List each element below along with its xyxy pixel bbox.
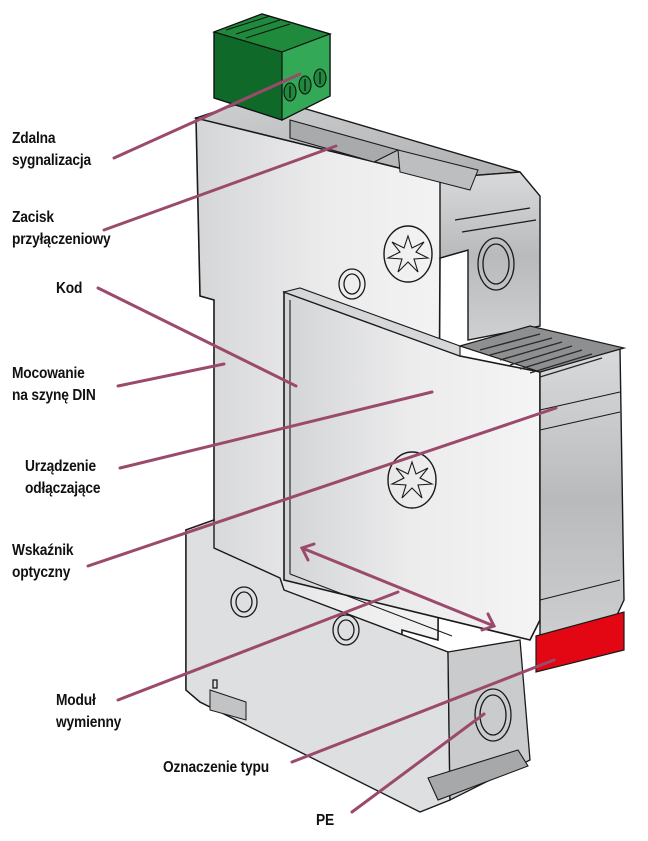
label-line: Mocowanie <box>12 365 85 382</box>
remote-signaling-terminal <box>212 13 332 121</box>
label-line: sygnalizacja <box>12 152 92 169</box>
leader-disconnector <box>118 390 434 470</box>
label-line: Zacisk <box>12 209 54 226</box>
label-line: Kod <box>56 280 83 297</box>
label-line: PE <box>316 812 335 829</box>
leader-pe <box>350 712 486 814</box>
label-line: optyczny <box>12 564 71 581</box>
label-line: Oznaczenie typu <box>163 759 270 776</box>
insert-direction-arrow <box>299 542 497 632</box>
disconnector-symbol-front <box>387 451 437 509</box>
leader-remote-signaling <box>112 72 302 160</box>
leader-code <box>96 286 298 388</box>
label-connection-terminal: Zacisk przyłączeniowy <box>12 207 111 251</box>
leader-type-marking <box>290 658 556 764</box>
label-din-rail-mount: Mocowanie na szynę DIN <box>12 363 96 407</box>
label-line: na szynę DIN <box>12 387 96 404</box>
disconnector-symbol-top <box>383 225 433 283</box>
label-code: Kod <box>56 278 82 300</box>
label-line: przyłączeniowy <box>12 231 111 248</box>
label-line: Wskaźnik <box>12 542 74 559</box>
label-line: Urządzenie <box>25 458 96 475</box>
label-line: Moduł <box>56 692 96 709</box>
label-disconnector: Urządzenie odłączające <box>25 456 101 500</box>
label-pe: PE <box>316 810 334 832</box>
replaceable-module-body <box>282 287 627 673</box>
vent-grill <box>479 333 603 378</box>
label-line: odłączające <box>25 480 101 497</box>
label-remote-signaling: Zdalna sygnalizacja <box>12 128 91 172</box>
label-optical-indicator: Wskaźnik optyczny <box>12 540 74 584</box>
fixings <box>212 237 515 742</box>
label-line: wymienny <box>56 714 122 731</box>
leader-replaceable-module <box>116 590 400 702</box>
label-type-marking: Oznaczenie typu <box>163 757 269 779</box>
leader-connection-terminal <box>102 144 338 232</box>
leader-lines <box>86 72 558 814</box>
leader-din-rail-mount <box>116 362 226 388</box>
label-line: Zdalna <box>12 130 56 147</box>
leader-optical-indicator <box>86 406 558 568</box>
optical-indicator-red <box>535 611 625 673</box>
label-replaceable-module: Moduł wymienny <box>56 690 121 734</box>
